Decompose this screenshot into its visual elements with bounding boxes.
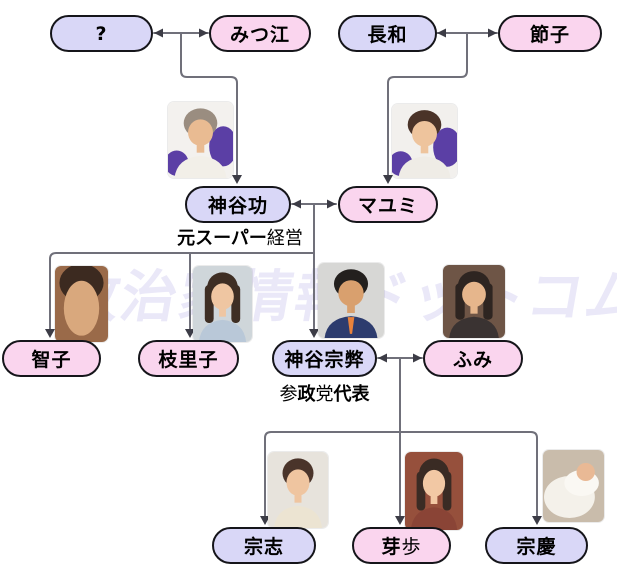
photo-fumi — [443, 265, 505, 338]
arrow-left-icon — [437, 28, 446, 38]
arrow-down-icon — [532, 516, 542, 525]
arrow-down-icon — [260, 516, 270, 525]
node-label: 枝里子 — [158, 349, 219, 371]
node-label: 宗慶 — [516, 536, 557, 558]
caption-text: 代表 — [333, 384, 370, 405]
arrow-right-icon — [327, 199, 336, 209]
node-label: 智子 — [31, 349, 72, 371]
arrow-down-icon — [383, 175, 393, 184]
node-tomoko: 智子 — [2, 340, 101, 377]
arrow-right-icon — [413, 353, 422, 363]
node-mayumi: マユミ — [338, 186, 438, 223]
node-label: 歩 — [401, 536, 422, 558]
descent-line-to-muneyoshi — [399, 431, 538, 517]
arrow-down-icon — [309, 329, 319, 338]
node-label: 神谷功 — [207, 195, 268, 217]
node-setsuko: 節子 — [498, 15, 602, 52]
arrow-right-icon — [488, 28, 497, 38]
photo-mayumi — [392, 104, 457, 178]
caption-kamiya-isao: 元スーパー経営 — [175, 224, 305, 250]
node-label: みつ江 — [229, 24, 290, 46]
node-label: 長和 — [367, 24, 408, 46]
node-unknown-father: ? — [50, 15, 153, 52]
photo-meho — [405, 452, 463, 530]
node-mitsue: みつ江 — [209, 15, 311, 52]
descent-line-to-soshi — [264, 431, 401, 517]
descent-line-to-tomoko — [49, 252, 315, 330]
arrow-down-icon — [185, 329, 195, 338]
caption-text: 党 — [315, 384, 334, 405]
caption-text: 参 — [279, 384, 298, 405]
node-label: 芽 — [381, 536, 402, 558]
photo-kamiya-isao — [168, 102, 233, 178]
node-eriko: 枝里子 — [138, 340, 239, 377]
photo-soshi — [268, 452, 328, 528]
node-kamiya-sohei: 神谷宗弊 — [272, 340, 377, 377]
node-label: ? — [95, 22, 108, 45]
node-fumi: ふみ — [423, 340, 523, 377]
node-kamiya-isao: 神谷功 — [185, 186, 291, 223]
node-label: 宗志 — [243, 536, 284, 558]
caption-text: 政 — [297, 384, 316, 405]
node-label: 節子 — [529, 24, 570, 46]
node-meho: 芽歩 — [352, 527, 451, 564]
arrow-left-icon — [154, 28, 163, 38]
node-nagakazu: 長和 — [338, 15, 437, 52]
caption-text: 元スーパー — [177, 228, 267, 249]
arrow-down-icon — [395, 516, 405, 525]
caption-text: 経営 — [266, 228, 303, 249]
node-muneyoshi: 宗慶 — [485, 527, 588, 564]
descent-line-to-mayumi — [387, 33, 468, 176]
arrow-left-icon — [378, 353, 387, 363]
arrow-left-icon — [292, 199, 301, 209]
photo-eriko — [193, 266, 252, 342]
node-label: 神谷宗弊 — [284, 349, 365, 371]
caption-kamiya-sohei: 参政党代表 — [272, 380, 377, 406]
photo-muneyoshi — [543, 450, 604, 522]
node-soshi: 宗志 — [212, 527, 316, 564]
arrow-right-icon — [199, 28, 208, 38]
arrow-down-icon — [232, 175, 242, 184]
photo-kamiya-sohei — [318, 263, 384, 338]
node-label: マユミ — [357, 195, 418, 217]
arrow-down-icon — [45, 329, 55, 338]
descent-line-to-isao — [180, 33, 238, 176]
photo-tomoko — [55, 266, 108, 342]
node-label: ふみ — [452, 349, 493, 371]
